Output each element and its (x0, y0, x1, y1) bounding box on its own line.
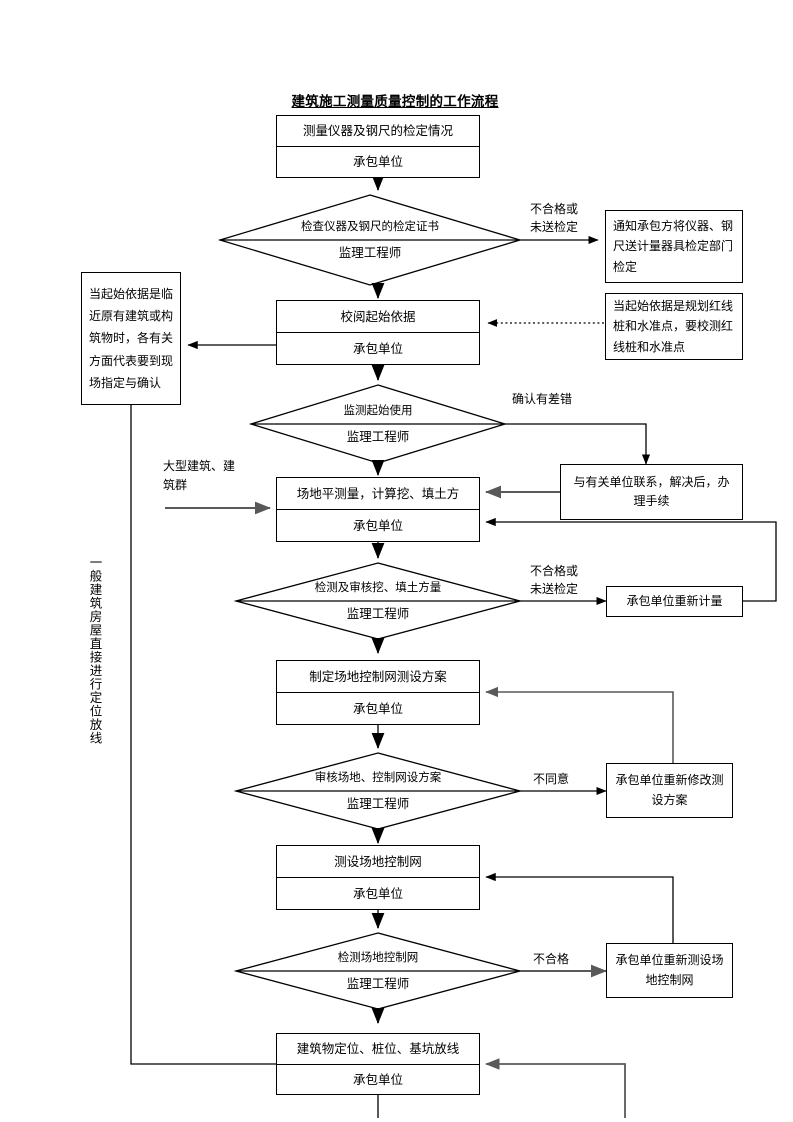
note-box-redline-benchmark: 当起始依据是规划红线桩和水准点，要校测红线桩和水准点 (605, 293, 743, 360)
process-role-label: 承包单位 (352, 340, 403, 356)
feedback-remeasure-p3 (485, 517, 777, 602)
edge-label-fail-or-unsent-2: 不合格或 未送检定 (530, 564, 579, 596)
process-box-p5: 测设场地控制网 承包单位 (276, 845, 480, 910)
left-rail (130, 405, 276, 1065)
edge-label-disagree: 不同意 (533, 772, 570, 786)
process-main-label: 制定场地控制网测设方案 (277, 661, 479, 693)
note-box-resurvey-grid: 承包单位重新测设场地控制网 (606, 943, 733, 998)
process-box-p3: 场地平测量，计算挖、填土方 承包单位 (276, 477, 480, 542)
edge-label-confirmed-error: 确认有差错 (512, 392, 573, 406)
edge-label-large-building: 大型建筑、建 筑群 (163, 459, 236, 492)
note-box-notify-contractor: 通知承包方将仪器、钢尺送计量器具检定部门检定 (605, 210, 743, 283)
feedback-bottom-p6 (485, 1058, 626, 1118)
process-main-label: 场地平测量，计算挖、填土方 (277, 478, 479, 510)
note-box-left-origin-basis: 当起始依据是临近原有建筑或构筑物时，各有关方面代表要到现场指定与确认 (81, 272, 181, 405)
process-main-label: 校阅起始依据 (277, 301, 479, 333)
process-role-label: 承包单位 (352, 154, 403, 170)
diamond-d1 (217, 194, 523, 286)
process-role-label: 承包单位 (352, 700, 403, 716)
process-box-p1: 测量仪器及钢尺的检定情况 承包单位 (276, 115, 480, 178)
process-main-label: 测量仪器及钢尺的检定情况 (277, 116, 479, 147)
page-title: 建筑施工测量质量控制的工作流程 (291, 94, 499, 110)
note-box-remeasure: 承包单位重新计量 (606, 586, 743, 617)
process-main-label: 测设场地控制网 (277, 846, 479, 878)
process-box-p4: 制定场地控制网测设方案 承包单位 (276, 660, 480, 725)
edge-label-unqualified: 不合格 (533, 952, 570, 966)
process-box-p2: 校阅起始依据 承包单位 (276, 300, 480, 365)
note-box-contact-units: 与有关单位联系，解决后，办理手续 (560, 464, 743, 520)
process-role-label: 承包单位 (352, 885, 403, 901)
process-box-p6: 建筑物定位、桩位、基坑放线 承包单位 (276, 1033, 480, 1095)
note-box-revise-plan: 承包单位重新修改测设方案 (606, 763, 733, 818)
feedback-resurvey-p5 (485, 872, 674, 943)
process-role-label: 承包单位 (352, 517, 403, 533)
edge-d2-contact (505, 423, 651, 465)
process-role-label: 承包单位 (352, 1071, 403, 1087)
edge-label-fail-or-unsent-1: 不合格或 未送检定 (530, 202, 579, 234)
process-main-label: 建筑物定位、桩位、基坑放线 (277, 1034, 479, 1065)
edge-label-general-building: 一般建筑房屋直接进行定位放线 (87, 556, 103, 745)
feedback-revise-p4 (485, 686, 674, 763)
